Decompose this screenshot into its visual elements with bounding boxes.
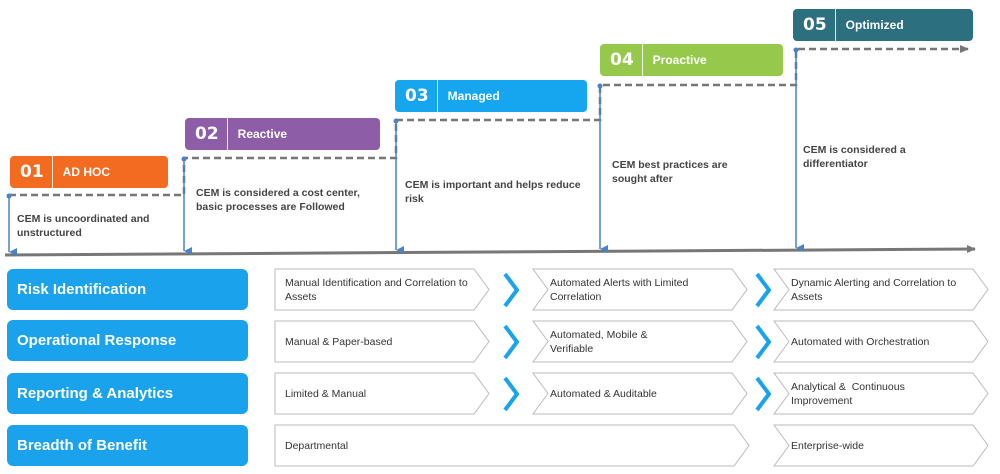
cell-risk-automated: Automated Alerts with Limited Correlatio… xyxy=(532,268,748,311)
cell-reporting-analytical: Analytical & Continuous Improvement xyxy=(773,372,989,415)
stage-number: 05 xyxy=(793,9,836,41)
cell-risk-manual: Manual Identification and Correlation to… xyxy=(274,268,490,311)
stage-badge-reactive: 02 Reactive xyxy=(185,118,380,150)
stage-description-reactive: CEM is considered a cost center, basic p… xyxy=(196,187,360,213)
row-label-risk-identification: Risk Identification xyxy=(7,269,248,310)
cell-operational-orchestration: Automated with Orchestration xyxy=(773,320,989,363)
cell-breadth-enterprise: Enterprise-wide xyxy=(773,424,989,467)
cell-reporting-automated: Automated & Auditable xyxy=(532,372,748,415)
chevron-right-icon xyxy=(755,324,772,360)
stage-badge-adhoc: 01 AD HOC xyxy=(10,156,168,188)
stage-name: Managed xyxy=(447,89,500,103)
cell-operational-automated: Automated, Mobile & Verifiable xyxy=(532,320,748,363)
stage-number: 03 xyxy=(395,80,438,112)
chevron-right-icon xyxy=(503,324,520,360)
cell-risk-dynamic: Dynamic Alerting and Correlation to Asse… xyxy=(773,268,989,311)
chevron-right-icon xyxy=(755,272,772,308)
chevron-right-icon xyxy=(503,272,520,308)
stage-name: AD HOC xyxy=(62,165,111,179)
maturity-staircase xyxy=(4,45,976,257)
stage-number: 01 xyxy=(10,156,53,188)
row-label-breadth-of-benefit: Breadth of Benefit xyxy=(7,425,248,466)
row-label-reporting-analytics: Reporting & Analytics xyxy=(7,373,248,414)
stage-badge-optimized: 05 Optimized xyxy=(793,9,973,41)
row-label-operational-response: Operational Response xyxy=(7,320,248,361)
stage-number: 04 xyxy=(600,44,643,76)
stage-name: Optimized xyxy=(845,18,904,32)
stage-number: 02 xyxy=(185,118,228,150)
cell-breadth-departmental: Departmental xyxy=(274,424,750,467)
timeline-axis xyxy=(4,245,976,257)
stage-badge-managed: 03 Managed xyxy=(395,80,587,112)
chevron-right-icon xyxy=(503,376,520,412)
chevron-right-icon xyxy=(755,376,772,412)
stage-description-managed: CEM is important and helps reduce risk xyxy=(405,179,581,205)
stage-name: Proactive xyxy=(652,53,707,67)
cell-operational-manual: Manual & Paper-based xyxy=(274,320,490,363)
cell-reporting-limited: Limited & Manual xyxy=(274,372,490,415)
stage-badge-proactive: 04 Proactive xyxy=(600,44,783,76)
stage-description-adhoc: CEM is uncoordinated and unstructured xyxy=(17,213,150,239)
stage-name: Reactive xyxy=(237,127,288,141)
stage-description-optimized: CEM is considered a differentiator xyxy=(803,144,906,170)
stage-description-proactive: CEM best practices are sought after xyxy=(612,159,728,185)
